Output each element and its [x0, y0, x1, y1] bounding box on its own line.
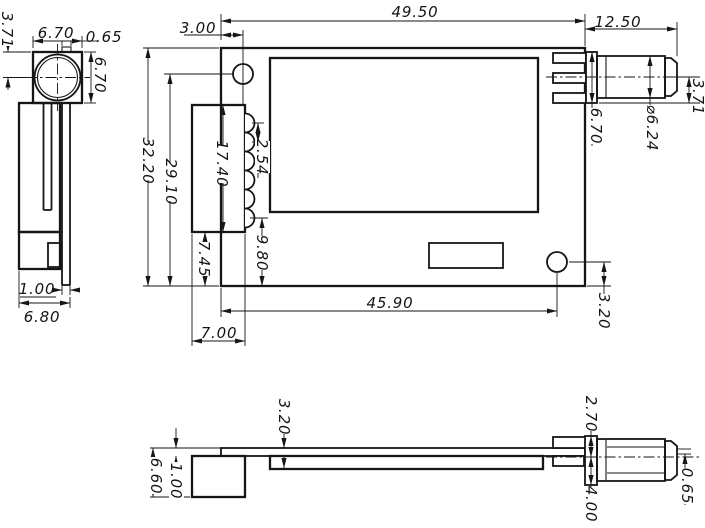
dim-label-pin-pitch: 2.54	[253, 139, 271, 176]
dim-label-hole2-offset-y: 3.20	[595, 293, 613, 330]
pin-3	[244, 150, 256, 172]
dim-label-axis-offset: 3.71	[689, 79, 705, 116]
dim-label-overall-depth: 6.80	[24, 308, 61, 326]
sma-lower-leg	[552, 455, 585, 467]
dim-label-flange-height: 6.70	[91, 57, 109, 94]
sma-leg-1	[552, 52, 587, 64]
dim-label-pcb-thickness: 1.00	[167, 463, 185, 500]
dim-label-header-length: 17.40	[213, 141, 231, 188]
pcb-outline	[219, 46, 587, 288]
pin-4	[244, 169, 256, 191]
sma-barrel-side	[596, 438, 666, 482]
sma-flange	[585, 51, 598, 104]
sma-leg-2	[552, 72, 587, 84]
dim-label-barrel-diameter: ⌀6.24	[643, 105, 661, 151]
dim-label-tab-width: 0.65	[86, 28, 123, 46]
dim-label-pins-to-bottom: 9.80	[253, 235, 271, 272]
connector-tab	[61, 46, 72, 53]
dim-label-axis-to-top: 2.70	[582, 396, 600, 433]
pin-5	[244, 188, 256, 210]
bottom-view: 3.20 2.70 4.00 6.60 1.00 0.65	[147, 396, 700, 523]
sma-tip-side	[664, 440, 678, 481]
dim-label-header-width: 7.00	[201, 324, 238, 342]
dim-label-hole2-offset-x: 45.90	[367, 294, 414, 312]
component-side-outline	[47, 242, 62, 268]
dim-label-axis-to-bottom: 4.00	[582, 486, 600, 523]
top-view: 49.50 12.50 3.00 32.20 29.10 17.40 2.54 …	[139, 3, 705, 346]
shield-outline	[268, 56, 540, 214]
sma-leg-3	[552, 92, 587, 104]
shield-bottom-outline	[268, 454, 545, 471]
sma-upper-leg	[552, 436, 587, 449]
module-body-side-outline	[17, 101, 62, 234]
dim-label-shield-clearance: 3.20	[275, 399, 293, 436]
pin-header-bottom-outline	[190, 454, 247, 499]
dim-label-connector-length: 12.50	[595, 13, 642, 31]
component-outline	[428, 242, 504, 269]
lower-body-side-outline	[17, 230, 62, 271]
dim-label-header-to-bottom: 7.45	[195, 241, 213, 278]
dim-label-hole1-offset: 3.00	[180, 19, 217, 37]
mounting-hole-bottom-right	[546, 251, 568, 273]
pcb-edge-outline	[220, 447, 586, 457]
dim-label-flange-height: 6.70	[587, 108, 605, 145]
dim-label-overall-width: 49.50	[392, 3, 439, 21]
dim-label-pcb-thickness: 1.00	[19, 280, 56, 298]
dim-label-pin-offset: 3.71	[0, 12, 16, 49]
dim-label-pin-chamfer: 0.65	[678, 468, 696, 505]
dim-label-hole1-to-bottom: 29.10	[162, 159, 180, 206]
dim-label-flange-width: 6.70	[38, 24, 75, 42]
dim-label-overall-height: 6.60	[147, 458, 165, 495]
dim-label-overall-height: 32.20	[139, 138, 157, 185]
sma-tip	[664, 57, 678, 97]
side-view: 3.71 6.70 0.65 6.70 1.00 6.80	[0, 12, 122, 326]
